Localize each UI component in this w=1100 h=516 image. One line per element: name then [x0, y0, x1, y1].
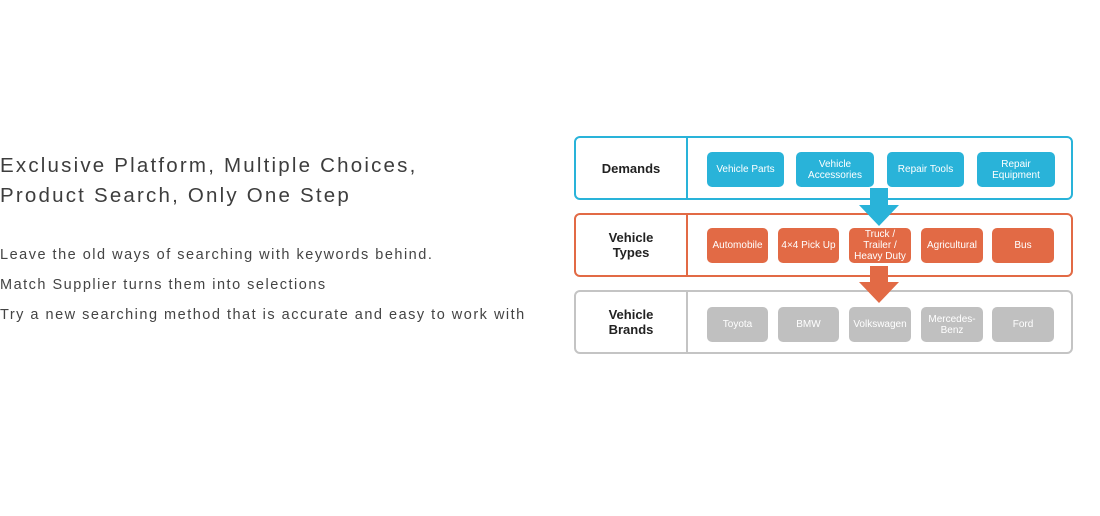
type-chip-4x4-pick-up[interactable]: 4×4 Pick Up: [778, 228, 839, 263]
chip-label: BMW: [796, 319, 821, 330]
chip-label: Ford: [1012, 319, 1034, 330]
chip-label: Repair Equipment: [992, 158, 1040, 181]
headline-line-2: Product Search, Only One Step: [0, 184, 351, 207]
chip-label: Toyota: [722, 319, 753, 330]
chip-label: Vehicle Accessories: [808, 158, 862, 181]
chip-label: Repair Tools: [897, 164, 954, 175]
type-chip-bus[interactable]: Bus: [992, 228, 1054, 263]
vehicle-types-label-text: Vehicle Types: [608, 230, 654, 260]
chip-label: Mercedes- Benz: [928, 313, 976, 336]
vehicle-brands-row: Vehicle Brands Toyota BMW Volkswagen Mer…: [574, 290, 1073, 354]
description-list: Leave the old ways of searching with key…: [0, 246, 526, 336]
brand-chip-toyota[interactable]: Toyota: [707, 307, 768, 342]
description-line: Try a new searching method that is accur…: [0, 307, 526, 323]
demands-label-text: Demands: [601, 160, 661, 176]
description-line: Leave the old ways of searching with key…: [0, 247, 434, 263]
type-chip-truck-trailer-heavy-duty[interactable]: Truck / Trailer / Heavy Duty: [849, 228, 911, 263]
demand-chip-vehicle-parts[interactable]: Vehicle Parts: [707, 152, 784, 187]
down-arrow-icon: [859, 266, 899, 303]
description-line: Match Supplier turns them into selection…: [0, 277, 327, 293]
chip-label: Bus: [1014, 240, 1032, 251]
chip-label: 4×4 Pick Up: [781, 240, 836, 251]
down-arrow-icon: [859, 188, 899, 226]
demand-chip-repair-equipment[interactable]: Repair Equipment: [977, 152, 1055, 187]
vehicle-brands-label: Vehicle Brands: [576, 292, 688, 352]
headline: Exclusive Platform, Multiple Choices, Pr…: [0, 151, 418, 211]
type-chip-automobile[interactable]: Automobile: [707, 228, 768, 263]
chip-label: Agricultural: [926, 240, 978, 251]
chip-label: Automobile: [712, 240, 763, 251]
brand-chip-mercedes-benz[interactable]: Mercedes- Benz: [921, 307, 983, 342]
chip-label: Truck / Trailer / Heavy Duty: [854, 229, 906, 262]
chip-label: Volkswagen: [853, 319, 907, 330]
vehicle-brands-label-text: Vehicle Brands: [608, 307, 654, 337]
vehicle-types-row: Vehicle Types Automobile 4×4 Pick Up Tru…: [574, 213, 1073, 277]
vehicle-types-label: Vehicle Types: [576, 215, 688, 275]
headline-line-1: Exclusive Platform, Multiple Choices,: [0, 154, 418, 177]
brand-chip-ford[interactable]: Ford: [992, 307, 1054, 342]
brand-chip-bmw[interactable]: BMW: [778, 307, 839, 342]
demands-row: Demands Vehicle Parts Vehicle Accessorie…: [574, 136, 1073, 200]
demand-chip-repair-tools[interactable]: Repair Tools: [887, 152, 964, 187]
brand-chip-volkswagen[interactable]: Volkswagen: [849, 307, 911, 342]
demand-chip-vehicle-accessories[interactable]: Vehicle Accessories: [796, 152, 874, 187]
chip-label: Vehicle Parts: [716, 164, 775, 175]
demands-label: Demands: [576, 138, 688, 198]
type-chip-agricultural[interactable]: Agricultural: [921, 228, 983, 263]
